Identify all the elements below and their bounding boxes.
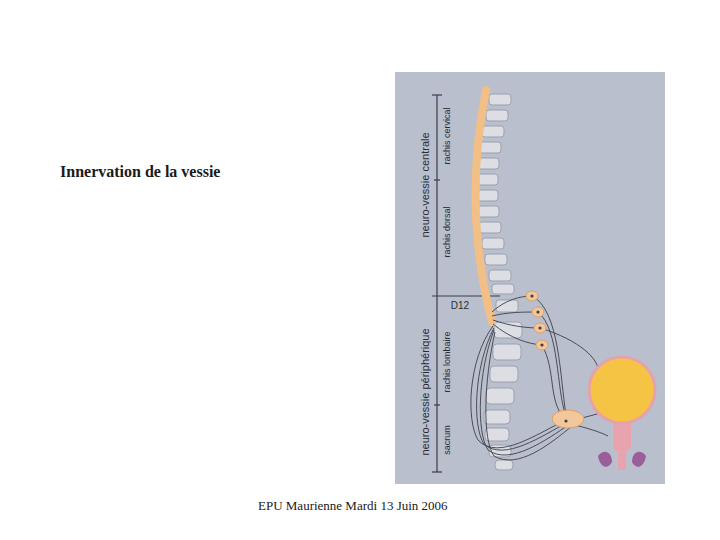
vertebra-level: D12: [449, 300, 471, 312]
vertebra: [486, 388, 514, 404]
vertebra: [479, 222, 501, 233]
nerve: [480, 330, 570, 455]
ganglia: [526, 291, 584, 428]
nerve: [540, 328, 598, 372]
ganglion-dot: [564, 419, 567, 422]
urethra: [618, 452, 626, 470]
nerve: [471, 326, 566, 448]
scale-tick: [432, 94, 442, 95]
bladder-neck: [613, 420, 631, 452]
spine-region-label: rachis cervical: [443, 107, 452, 164]
scale-tick: [434, 179, 440, 180]
bladder-dome: [589, 357, 655, 423]
vertebra: [485, 254, 507, 265]
level-group-label: neuro-vessie centrale: [420, 132, 431, 237]
vertebra: [490, 366, 518, 382]
nerve: [492, 296, 532, 312]
ganglion-dot: [530, 294, 533, 297]
ganglion: [526, 291, 538, 301]
spine-region-label: sacrum: [443, 425, 452, 455]
nerve: [492, 312, 538, 316]
ganglion: [536, 340, 548, 350]
sphincter: [598, 452, 612, 467]
ganglion: [532, 307, 544, 317]
nerve: [493, 320, 540, 328]
nerve: [532, 296, 566, 414]
sacral-segment: [485, 428, 509, 441]
pelvic-ganglion: [552, 410, 584, 428]
scale-tick: [432, 471, 442, 472]
sacral-segment: [495, 460, 513, 470]
vertebra: [489, 270, 511, 281]
ganglion-dot: [536, 310, 539, 313]
vertebra: [479, 142, 501, 153]
nerves: [471, 296, 608, 460]
ganglion-dots: [530, 294, 567, 422]
photo-ground: [395, 72, 665, 484]
level-group-label: neuro-vessie périphérique: [420, 328, 431, 455]
nerve: [542, 345, 564, 418]
vertebra: [482, 238, 504, 249]
scale-tick: [434, 404, 440, 405]
vertebra: [489, 94, 511, 105]
ganglion: [534, 323, 546, 333]
nerve: [477, 328, 568, 450]
spine-region-label: rachis dorsal: [443, 206, 452, 257]
vertebra: [493, 344, 521, 360]
scale-line: [436, 95, 437, 472]
slide-footer: EPU Maurienne Mardi 13 Juin 2006: [258, 498, 448, 514]
spinal-cord: [476, 90, 493, 322]
sacral-segment: [484, 410, 510, 424]
slide-title: Innervation de la vessie: [60, 163, 220, 181]
vertebra: [486, 110, 508, 121]
sphincter: [632, 452, 646, 467]
vertebra: [492, 284, 514, 294]
spine-region-label: rachis lombaire: [443, 331, 452, 392]
bladder: [589, 357, 655, 470]
ganglion-dot: [538, 326, 541, 329]
vertebra: [477, 206, 499, 217]
nerve: [486, 332, 572, 460]
vertebra: [482, 126, 504, 137]
ganglion-dot: [540, 343, 543, 346]
